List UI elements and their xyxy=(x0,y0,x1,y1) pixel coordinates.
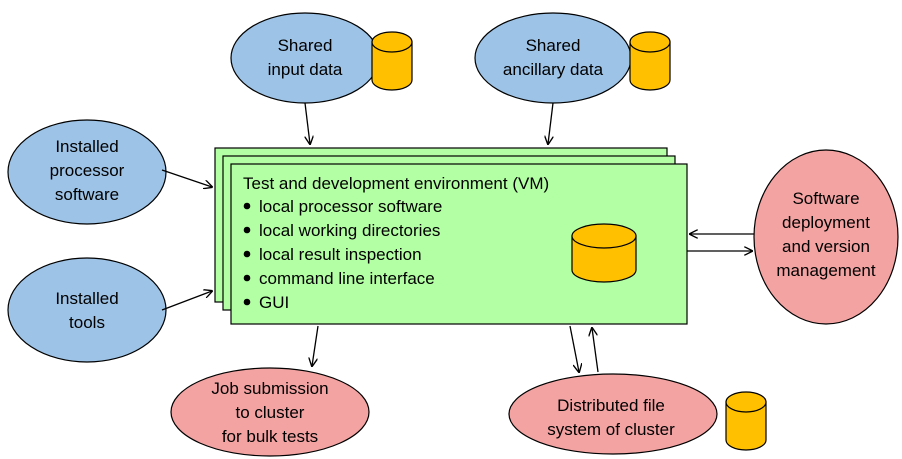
node-installed-processor-software: Installed processor software xyxy=(7,119,167,225)
node-label-line: and version xyxy=(782,237,870,256)
node-label-line: to cluster xyxy=(236,403,305,422)
node-installed-tools: Installed tools xyxy=(7,257,167,363)
node-label-line: Distributed file xyxy=(557,396,665,415)
node-label-line: system of cluster xyxy=(547,420,675,439)
database-icon-vm xyxy=(571,223,637,283)
arrow-shared-input-to-vm xyxy=(304,102,310,144)
node-distributed-file-system: Distributed file system of cluster xyxy=(508,373,718,455)
bullet-dot xyxy=(243,226,251,234)
node-label-line: processor xyxy=(50,161,125,180)
node-label-line: Software xyxy=(792,189,859,208)
bullet-item-local-working-directories: local working directories xyxy=(259,221,440,240)
node-label-line: for bulk tests xyxy=(222,427,318,446)
arrow-installed-processor-to-vm xyxy=(161,169,212,187)
node-shared-ancillary-data: Shared ancillary data xyxy=(474,12,632,104)
node-label-line: input data xyxy=(268,60,343,79)
node-label-line: ancillary data xyxy=(503,60,604,79)
bullet-item-command-line-interface: command line interface xyxy=(259,269,435,288)
arrow-installed-tools-to-vm xyxy=(161,291,212,311)
database-icon-shared-input xyxy=(371,31,413,91)
node-label-line: Shared xyxy=(278,36,333,55)
database-icon-distributed-fs xyxy=(725,391,767,451)
node-software-deployment: Software deployment and version manageme… xyxy=(753,149,899,325)
arrow-vm-to-distributed-fs xyxy=(569,325,579,372)
bullet-dot xyxy=(243,298,251,306)
node-label-line: tools xyxy=(69,313,105,332)
connector-arrows xyxy=(161,102,754,373)
bullet-item-local-result-inspection: local result inspection xyxy=(259,245,422,264)
database-icon-shared-ancillary xyxy=(629,31,671,91)
bullet-dot xyxy=(243,250,251,258)
bullet-item-gui: GUI xyxy=(259,293,289,312)
node-label-line: Installed xyxy=(55,289,118,308)
node-label-line: Installed xyxy=(55,137,118,156)
node-label-line: management xyxy=(776,261,876,280)
node-job-submission: Job submission to cluster for bulk tests xyxy=(170,367,370,457)
arrow-shared-ancillary-to-vm xyxy=(548,102,554,144)
node-shared-input-data: Shared input data xyxy=(230,12,380,104)
arrow-distributed-fs-to-vm xyxy=(592,328,599,373)
node-label-line: software xyxy=(55,185,119,204)
vm-bullet-list: local processor software local working d… xyxy=(243,197,442,312)
arrow-vm-to-job-submission xyxy=(312,325,319,366)
bullet-dot xyxy=(243,202,251,210)
node-label-line: deployment xyxy=(782,213,870,232)
bullet-dot xyxy=(243,274,251,282)
bullet-item-local-processor-software: local processor software xyxy=(259,197,442,216)
vm-title: Test and development environment (VM) xyxy=(243,174,549,193)
node-label-line: Job submission xyxy=(211,379,328,398)
node-label-line: Shared xyxy=(526,36,581,55)
